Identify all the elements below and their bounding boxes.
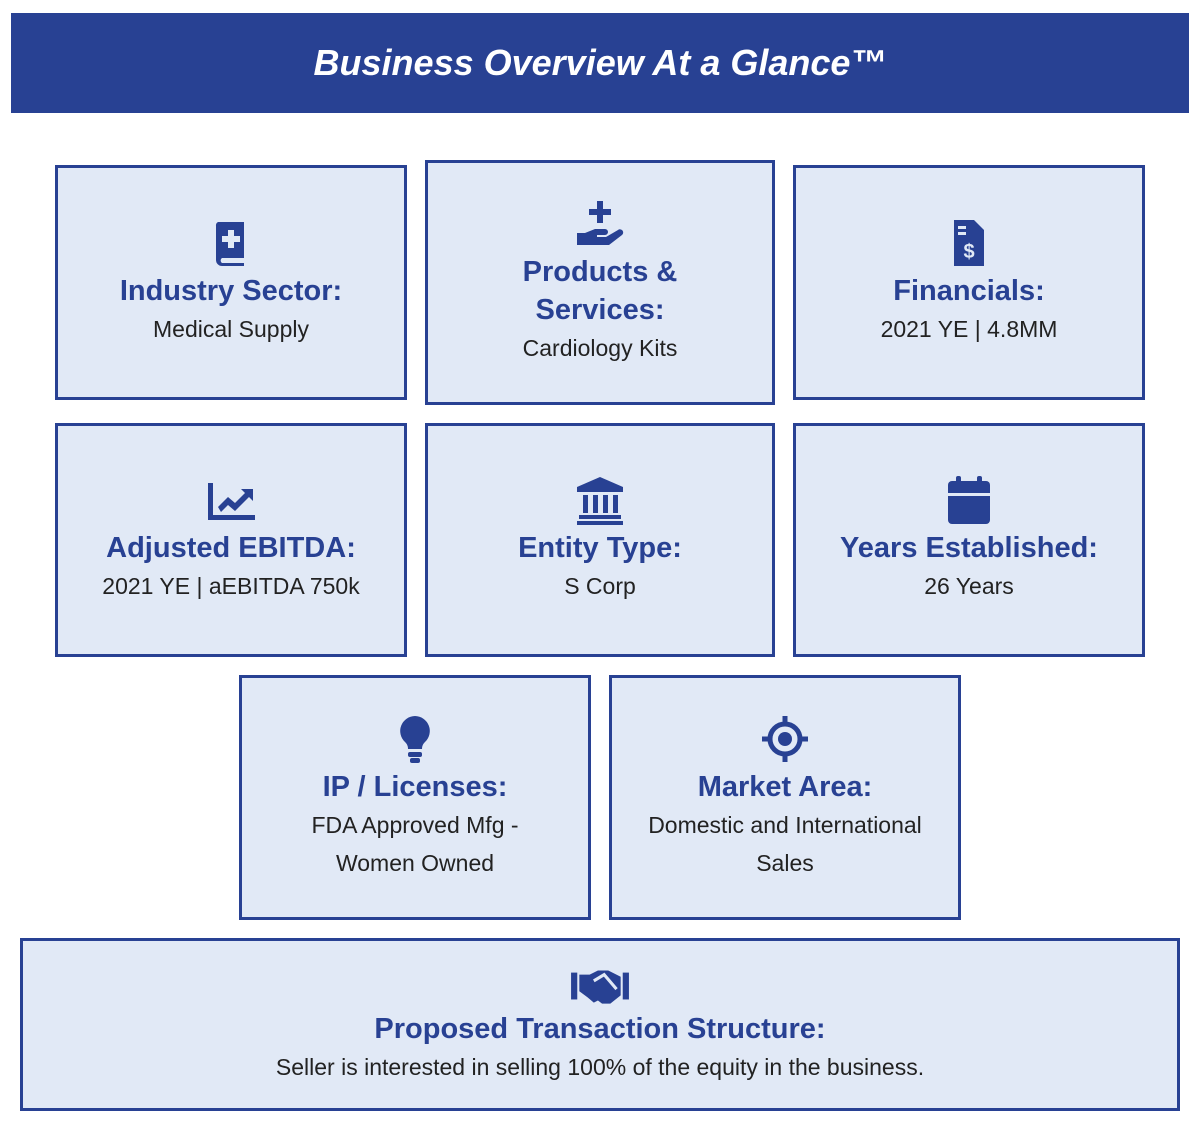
- card-title: Years Established:: [840, 532, 1098, 564]
- page-title: Business Overview At a Glance™: [313, 42, 887, 83]
- chart-line-icon: [208, 483, 255, 520]
- card-industry-sector: Industry Sector: Medical Supply: [55, 165, 407, 400]
- card-value: 2021 YE | 4.8MM: [880, 315, 1058, 342]
- card-value: 2021 YE | aEBITDA 750k: [102, 573, 360, 599]
- card-value: Domestic and International Sales: [648, 811, 922, 876]
- card-value: Medical Supply: [153, 315, 309, 342]
- hand-holding-medical-icon: [577, 200, 624, 245]
- card-title: Financials:: [893, 274, 1045, 307]
- medical-book-icon: [215, 221, 244, 266]
- card-market-area: Market Area: Domestic and International …: [609, 675, 961, 920]
- card-value: Seller is interested in selling 100% of …: [275, 1053, 925, 1080]
- card-title: IP / Licenses:: [322, 770, 508, 803]
- handshake-icon: [571, 970, 629, 1004]
- invoice-dollar-icon: $: [954, 219, 984, 266]
- card-title: Proposed Transaction Structure:: [374, 1012, 826, 1045]
- card-title: Adjusted EBITDA:: [106, 532, 356, 564]
- card-products-services: Products & Services: Cardiology Kits: [425, 160, 775, 405]
- card-title: Entity Type:: [518, 532, 682, 564]
- card-adjusted-ebitda: Adjusted EBITDA: 2021 YE | aEBITDA 750k: [55, 423, 407, 657]
- bank-building-icon: [577, 477, 623, 525]
- card-title: Industry Sector:: [119, 274, 343, 307]
- card-transaction-structure: Proposed Transaction Structure: Seller i…: [20, 938, 1180, 1111]
- page-header: Business Overview At a Glance™: [11, 13, 1189, 113]
- lightbulb-icon: [400, 715, 430, 763]
- card-ip-licenses: IP / Licenses: FDA Approved Mfg - Women …: [239, 675, 591, 920]
- card-value: Cardiology Kits: [522, 334, 678, 361]
- card-value: S Corp: [564, 573, 636, 599]
- card-title: Products & Services:: [522, 255, 678, 326]
- crosshairs-icon: [762, 715, 808, 762]
- card-title: Market Area:: [697, 770, 873, 803]
- card-entity-type: Entity Type: S Corp: [425, 423, 775, 657]
- calendar-icon: [948, 476, 990, 524]
- card-financials: $ Financials: 2021 YE | 4.8MM: [793, 165, 1145, 400]
- card-value: FDA Approved Mfg - Women Owned: [311, 811, 519, 876]
- card-value: 26 Years: [924, 573, 1014, 599]
- svg-text:$: $: [963, 241, 974, 263]
- card-years-established: Years Established: 26 Years: [793, 423, 1145, 657]
